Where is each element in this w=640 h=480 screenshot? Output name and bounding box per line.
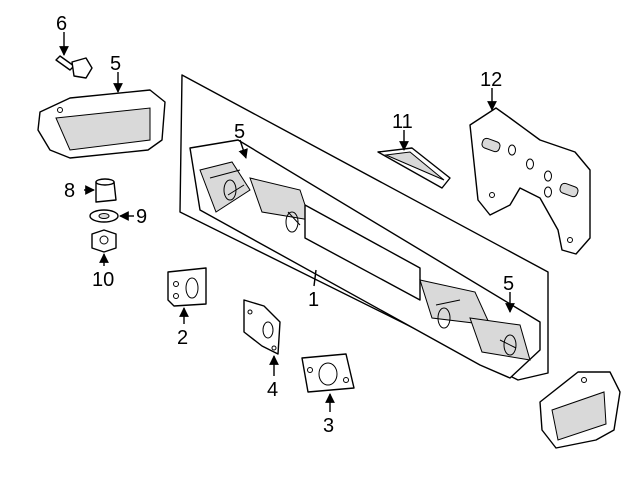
part-6-left-end-cap [37, 89, 166, 159]
callout-3: 3 [323, 415, 334, 437]
part-12-mounting-plate [469, 107, 591, 255]
callout-8: 8 [64, 180, 75, 202]
part-1-bumper-beam [189, 139, 541, 379]
part-10-nut [91, 229, 117, 253]
callout-11: 11 [392, 111, 413, 133]
callout-4: 4 [267, 379, 278, 401]
callout-1: 1 [308, 289, 319, 311]
callout-12: 12 [480, 69, 502, 91]
part-7-bolt [55, 55, 93, 79]
part-11-trim-strip [377, 147, 451, 189]
callout-labels: 6 5 5 11 12 8 9 10 1 2 4 3 5 [56, 13, 514, 437]
callout-10: 10 [92, 269, 114, 291]
callout-5-left: 5 [234, 121, 245, 143]
part-3-bracket-plate [301, 353, 355, 393]
callout-6: 5 [110, 53, 121, 75]
callout-5-right: 5 [503, 273, 514, 295]
right-end-cap [539, 371, 621, 449]
part-4-bracket [243, 299, 281, 355]
callout-9: 9 [136, 206, 147, 228]
part-2-bracket [167, 267, 207, 307]
part-8-bumper-stop [95, 178, 117, 203]
leader-arrows [59, 32, 515, 412]
callout-2: 2 [177, 327, 188, 349]
part-9-washer [89, 209, 119, 223]
callout-7: 6 [56, 13, 67, 35]
